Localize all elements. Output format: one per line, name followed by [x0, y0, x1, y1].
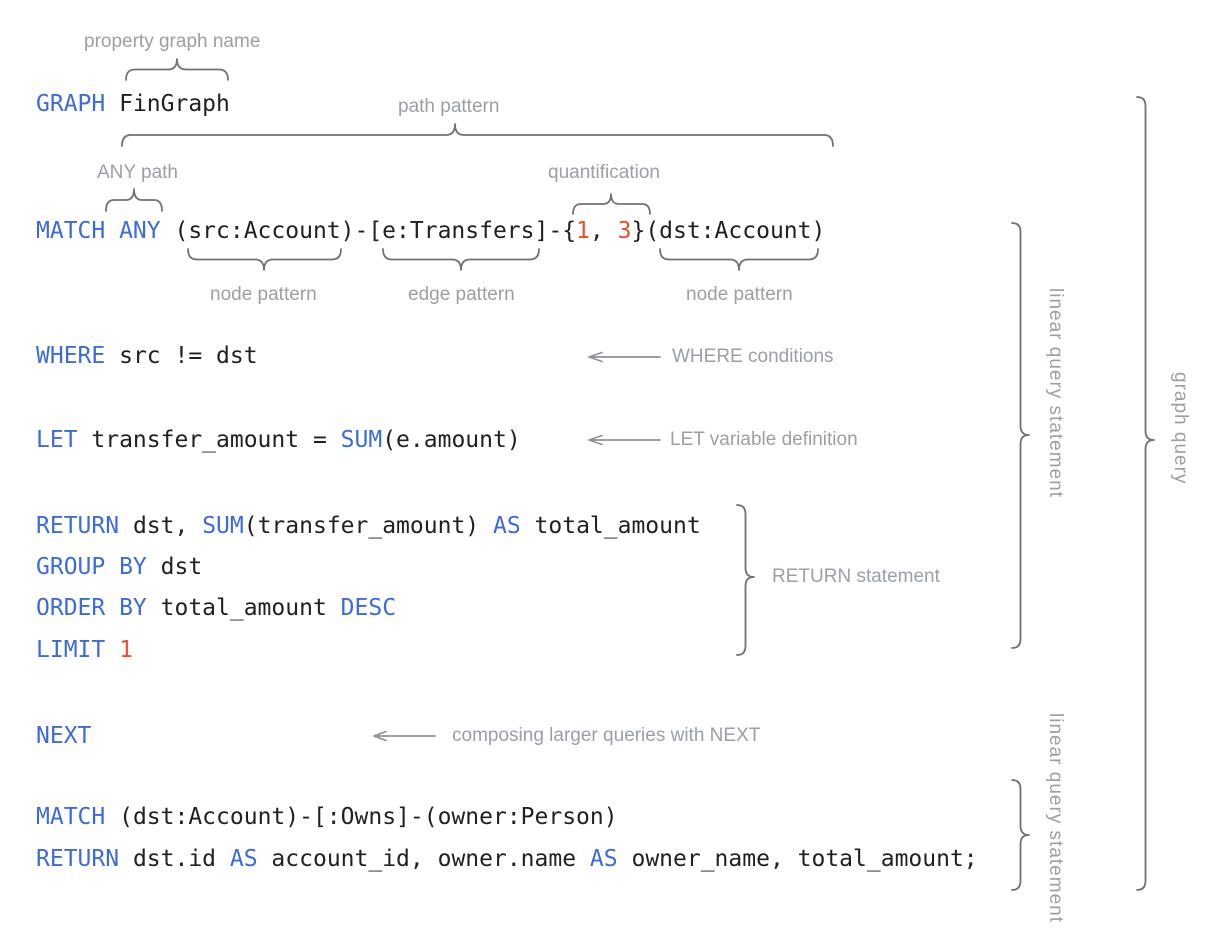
label-linear-query-statement-top: linear query statement: [1045, 288, 1066, 498]
brace-edge-pattern: [382, 248, 540, 271]
label-return-statement: RETURN statement: [772, 566, 940, 587]
brace-graph-query: [1136, 96, 1155, 891]
code-line-next: NEXT: [36, 723, 92, 749]
code-line-group-by: GROUP BY dst: [36, 554, 203, 580]
arrow-next-icon: [373, 730, 436, 742]
code-line-return-2: RETURN dst.id AS account_id, owner.name …: [36, 846, 978, 872]
brace-node-pattern-right: [659, 248, 819, 271]
brace-property-graph-name: [125, 58, 229, 81]
code-line-order-by: ORDER BY total_amount DESC: [36, 595, 397, 621]
code-line-match-2: MATCH (dst:Account)-[:Owns]-(owner:Perso…: [36, 804, 618, 830]
label-where-conditions: WHERE conditions: [672, 346, 834, 367]
label-node-pattern-right: node pattern: [686, 284, 793, 305]
code-line-match-1: MATCH ANY (src:Account)-[e:Transfers]-{1…: [36, 218, 826, 244]
code-line-graph: GRAPH FinGraph: [36, 91, 230, 117]
code-line-return-1: RETURN dst, SUM(transfer_amount) AS tota…: [36, 513, 701, 539]
brace-linear-query-statement-top: [1011, 222, 1030, 649]
code-line-limit: LIMIT 1: [36, 637, 133, 663]
code-line-let: LET transfer_amount = SUM(e.amount): [36, 427, 521, 453]
label-property-graph-name: property graph name: [84, 31, 261, 52]
brace-return-statement: [736, 504, 755, 656]
brace-path-pattern: [121, 123, 834, 147]
arrow-where-conditions-icon: [588, 351, 661, 363]
brace-quantification: [572, 193, 651, 215]
label-let-variable-definition: LET variable definition: [670, 429, 858, 450]
label-node-pattern-left: node pattern: [210, 284, 317, 305]
label-composing-next: composing larger queries with NEXT: [452, 725, 761, 746]
label-graph-query: graph query: [1170, 372, 1191, 485]
brace-node-pattern-left: [187, 248, 342, 271]
brace-any-path: [105, 188, 163, 212]
label-path-pattern: path pattern: [398, 96, 500, 117]
label-linear-query-statement-bottom: linear query statement: [1045, 713, 1066, 923]
brace-linear-query-statement-bottom: [1011, 779, 1030, 891]
label-quantification: quantification: [548, 162, 660, 183]
code-line-where: WHERE src != dst: [36, 343, 258, 369]
label-any-path: ANY path: [97, 162, 178, 183]
label-edge-pattern: edge pattern: [408, 284, 515, 305]
arrow-let-variable-icon: [588, 434, 661, 446]
